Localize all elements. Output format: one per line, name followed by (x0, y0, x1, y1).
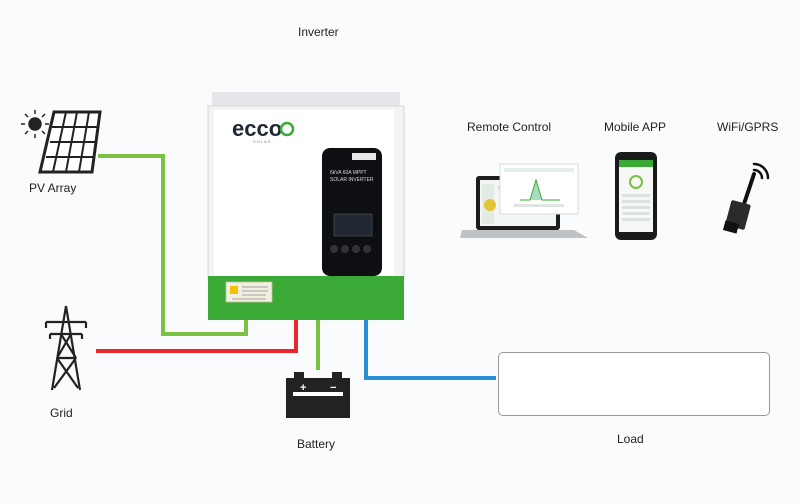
inverter-display-line1: 6kVA 60A MPPT (330, 170, 367, 176)
pv-connection-line (98, 154, 248, 336)
wifi-dongle-icon (722, 162, 770, 234)
inverter-display-line2: SOLAR INVERTER (330, 177, 374, 183)
smartphone-icon (615, 152, 657, 240)
inverter-brand-sub: SOLAR (253, 139, 272, 144)
remote-control-label: Remote Control (467, 120, 552, 134)
inverter-label: Inverter (298, 25, 339, 39)
inverter-unit (207, 92, 405, 320)
power-tower-icon (44, 305, 88, 391)
mobile-app-label: Mobile APP (604, 120, 667, 134)
battery-icon: + − (286, 372, 350, 418)
grid-label: Grid (50, 406, 73, 420)
svg-text:+: + (300, 382, 306, 394)
load-connection-line (364, 320, 496, 380)
svg-text:−: − (330, 382, 336, 394)
pv-array-label: PV Array (29, 181, 77, 195)
wifi-gprs-label: WiFi/GPRS (717, 120, 779, 134)
laptop-icon (460, 163, 588, 238)
solar-panel-icon (21, 110, 102, 174)
grid-connection-line (96, 320, 298, 353)
load-label: Load (617, 432, 644, 446)
battery-label: Battery (297, 437, 336, 451)
load-group-box (498, 352, 770, 416)
inverter-brand-logo: ecco (232, 116, 282, 141)
